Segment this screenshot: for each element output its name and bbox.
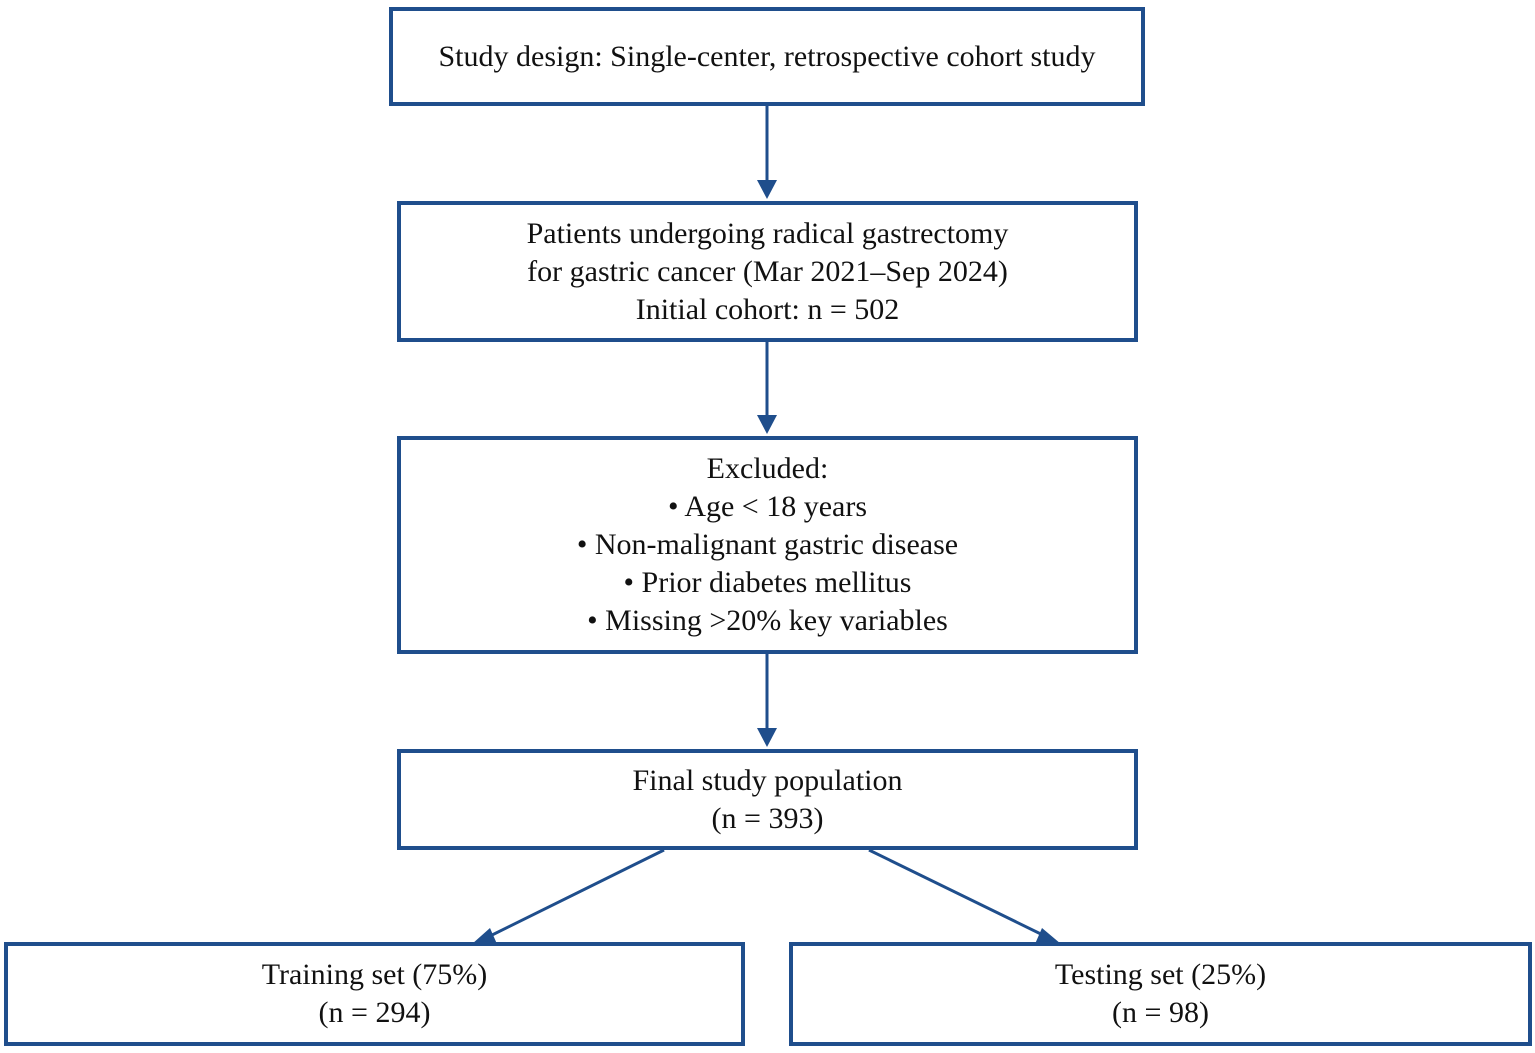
testing-line-2: (n = 98) [1112,996,1209,1029]
arrowhead-testing [1035,928,1061,944]
excluded-item: • Prior diabetes mellitus [623,566,912,599]
arrowhead-final [757,728,777,747]
arrowhead-excluded [757,415,777,434]
arrow-final-to-training [485,848,665,940]
cohort-line-2: for gastric cancer (Mar 2021–Sep 2024) [527,254,1008,288]
excluded-title: Excluded: [706,452,829,485]
arrowhead-training [472,928,497,944]
cohort-line-3: Initial cohort: n = 502 [635,292,900,326]
exclusion-criteria-box: Excluded: • Age < 18 years • Non-maligna… [397,436,1138,654]
testing-line-1: Testing set (25%) [1054,958,1267,991]
initial-cohort-box: Patients undergoing radical gastrectomy … [397,201,1138,342]
excluded-item: • Non-malignant gastric disease [576,528,959,561]
arrowhead-cohort [757,180,777,199]
final-line-2: (n = 393) [711,801,824,835]
study-design-box: Study design: Single-center, retrospecti… [389,7,1145,106]
cohort-line-1: Patients undergoing radical gastrectomy [526,216,1009,250]
training-set-box: Training set (75%) (n = 294) [4,942,745,1046]
excluded-item: • Age < 18 years [667,490,868,523]
training-line-2: (n = 294) [318,996,431,1029]
arrow-final-to-testing [868,848,1050,940]
excluded-item: • Missing >20% key variables [587,604,948,637]
study-design-text: Study design: Single-center, retrospecti… [438,39,1096,73]
final-population-box: Final study population (n = 393) [397,749,1138,850]
training-line-1: Training set (75%) [261,958,488,991]
testing-set-box: Testing set (25%) (n = 98) [789,942,1532,1046]
final-line-1: Final study population [632,763,903,797]
